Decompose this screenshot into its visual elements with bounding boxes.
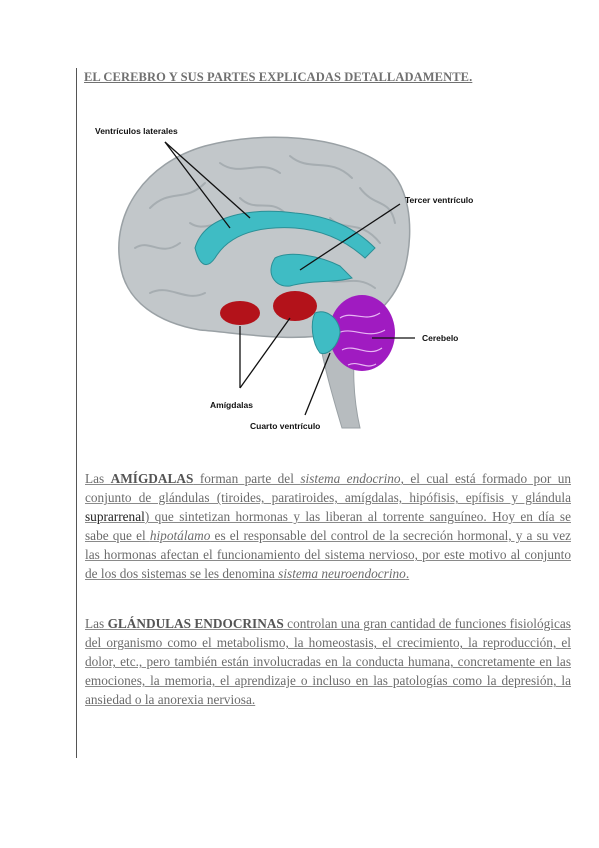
p1-term-hipotalamo: hipotálamo xyxy=(149,528,211,544)
label-ventriculos-laterales: Ventrículos laterales xyxy=(95,126,178,136)
p1-term-sistema-endocrino: sistema endocrino xyxy=(300,471,401,487)
cerebrum-shape xyxy=(118,136,411,339)
p1-text: ) que sintetizan hormonas y las liberan … xyxy=(85,509,571,544)
left-amygdala-shape xyxy=(220,301,260,325)
left-margin-rule xyxy=(76,68,77,758)
p1-text: , el cual está formado por un conjunto d… xyxy=(85,471,571,506)
brain-figure: Ventrículos laterales Tercer ventrículo … xyxy=(90,118,510,438)
brain-diagram: Ventrículos laterales Tercer ventrículo … xyxy=(95,126,473,431)
lateral-ventricles-shape xyxy=(194,210,376,266)
paragraph-glandulas-endocrinas: Las GLÁNDULAS ENDOCRINAS controlan una g… xyxy=(85,614,571,709)
p1-term-sistema-neuroendocrino: sistema neuroendocrino xyxy=(278,566,406,582)
cerebellum-texture xyxy=(337,312,386,367)
label-cuarto-ventriculo: Cuarto ventrículo xyxy=(250,421,320,431)
p1-text: forman parte del xyxy=(193,471,301,487)
p2-keyword-glandulas-endocrinas: GLÁNDULAS ENDOCRINAS xyxy=(107,616,284,632)
gyri-texture xyxy=(134,155,396,297)
p2-text: controlan una gran cantidad de funciones… xyxy=(85,616,571,708)
label-amigdalas: Amígdalas xyxy=(210,400,253,410)
page-title: EL CEREBRO Y SUS PARTES EXPLICADAS DETAL… xyxy=(84,70,473,84)
third-ventricle-shape xyxy=(270,253,353,287)
right-amygdala-shape xyxy=(273,291,317,321)
p1-text: . xyxy=(405,566,410,582)
p1-text: Las xyxy=(85,471,111,487)
p2-text: Las xyxy=(85,616,108,632)
paragraph-amigdalas: Las AMÍGDALAS forman parte del sistema e… xyxy=(85,469,571,583)
pointer-lines xyxy=(164,141,415,416)
fourth-ventricle-shape xyxy=(311,311,341,355)
label-cerebelo: Cerebelo xyxy=(422,333,458,343)
p1-text: es el responsable del control de la secr… xyxy=(85,528,571,582)
p1-keyword-amigdalas: AMÍGDALAS xyxy=(110,471,194,487)
p1-term-suprarrenal: suprarrenal xyxy=(85,509,145,525)
label-tercer-ventriculo: Tercer ventrículo xyxy=(405,195,473,205)
